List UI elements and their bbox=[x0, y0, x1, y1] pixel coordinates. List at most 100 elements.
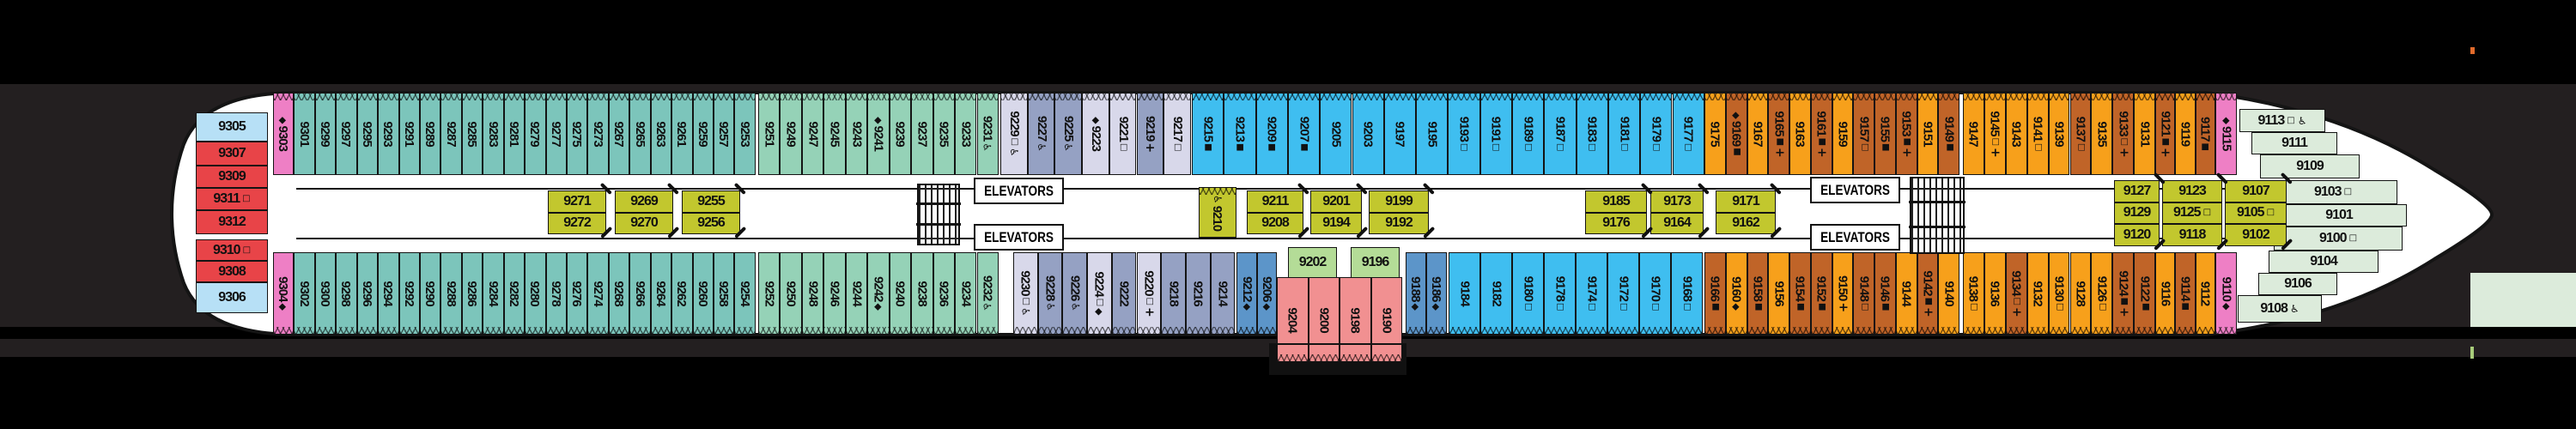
cabin-9237[interactable]: 9237 bbox=[911, 93, 933, 175]
cabin-9167[interactable]: 9167 bbox=[1747, 93, 1769, 175]
cabin-9248[interactable]: 9248 bbox=[801, 252, 824, 335]
cabin-9189[interactable]: 9189□ bbox=[1512, 93, 1545, 175]
cabin-9274[interactable]: 9274 bbox=[587, 252, 609, 335]
cabin-9310[interactable]: 9310□ bbox=[196, 239, 268, 261]
elevator-lobby-mid-top[interactable]: ELEVATORS bbox=[974, 178, 1064, 204]
cabin-9125[interactable]: 9125□ bbox=[2162, 202, 2222, 224]
cabin-9299[interactable]: 9299 bbox=[314, 93, 337, 175]
cabin-9138[interactable]: 9138□ bbox=[1963, 252, 1984, 335]
cabin-9104[interactable]: 9104 bbox=[2269, 251, 2379, 273]
cabin-9146[interactable]: 9146■ bbox=[1874, 252, 1896, 335]
cabin-9244[interactable]: 9244 bbox=[845, 252, 868, 335]
cabin-9306[interactable]: 9306 bbox=[196, 282, 268, 313]
cabin-9257[interactable]: 9257 bbox=[714, 93, 735, 175]
cabin-9186[interactable]: 9186◆ bbox=[1426, 252, 1447, 335]
cabin-9295[interactable]: 9295 bbox=[356, 93, 379, 175]
cabin-9246[interactable]: 9246 bbox=[823, 252, 846, 335]
cabin-9294[interactable]: 9294 bbox=[378, 252, 399, 335]
cabin-9202[interactable]: 9202 bbox=[1288, 247, 1337, 278]
cabin-9177[interactable]: 9177□ bbox=[1672, 93, 1704, 175]
cabin-9308[interactable]: 9308 bbox=[196, 261, 268, 282]
cabin-9119[interactable]: 9119 bbox=[2175, 93, 2196, 175]
cabin-9271[interactable]: 9271 bbox=[548, 190, 606, 213]
cabin-9235[interactable]: 9235 bbox=[933, 93, 956, 175]
cabin-9289[interactable]: 9289 bbox=[420, 93, 441, 175]
cabin-9187[interactable]: 9187□ bbox=[1544, 93, 1577, 175]
cabin-9148[interactable]: 9148□ bbox=[1853, 252, 1874, 335]
cabin-9285[interactable]: 9285 bbox=[461, 93, 483, 175]
cabin-9283[interactable]: 9283 bbox=[483, 93, 504, 175]
cabin-9123[interactable]: 9123 bbox=[2162, 180, 2222, 202]
cabin-9279[interactable]: 9279 bbox=[525, 93, 546, 175]
cabin-9282[interactable]: 9282 bbox=[503, 252, 526, 335]
cabin-9273[interactable]: 9273 bbox=[587, 93, 609, 175]
cabin-9250[interactable]: 9250 bbox=[780, 252, 802, 335]
cabin-9122[interactable]: 9122■ bbox=[2134, 252, 2156, 335]
cabin-9292[interactable]: 9292 bbox=[398, 252, 420, 335]
cabin-9131[interactable]: 9131 bbox=[2134, 93, 2156, 175]
cabin-9105[interactable]: 9105□ bbox=[2225, 202, 2287, 224]
cabin-9258[interactable]: 9258 bbox=[714, 252, 735, 335]
cabin-9290[interactable]: 9290 bbox=[420, 252, 441, 335]
cabin-9156[interactable]: 9156 bbox=[1768, 252, 1789, 335]
cabin-9264[interactable]: 9264 bbox=[650, 252, 672, 335]
cabin-9133[interactable]: 9133□+ bbox=[2112, 93, 2135, 175]
cabin-9261[interactable]: 9261 bbox=[671, 93, 693, 175]
cabin-9192[interactable]: 9192 bbox=[1369, 212, 1429, 234]
cabin-9184[interactable]: 9184 bbox=[1449, 252, 1480, 335]
cabin-9174[interactable]: 9174□ bbox=[1576, 252, 1607, 335]
cabin-9136[interactable]: 9136 bbox=[1984, 252, 2006, 335]
cabin-9143[interactable]: 9143 bbox=[2005, 93, 2027, 175]
cabin-9147[interactable]: 9147 bbox=[1963, 93, 1984, 175]
cabin-9211[interactable]: 9211 bbox=[1247, 190, 1303, 213]
cabin-9112[interactable]: 9112 bbox=[2195, 252, 2215, 335]
cabin-9169[interactable]: ◆9169■ bbox=[1725, 93, 1747, 175]
cabin-9263[interactable]: 9263 bbox=[650, 93, 672, 175]
cabin-9155[interactable]: 9155■ bbox=[1874, 93, 1896, 175]
cabin-9157[interactable]: 9157□ bbox=[1853, 93, 1874, 175]
cabin-9191[interactable]: 9191□ bbox=[1479, 93, 1512, 175]
cabin-9247[interactable]: 9247 bbox=[801, 93, 824, 175]
cabin-9117[interactable]: 9117■ bbox=[2195, 93, 2215, 175]
cabin-9124[interactable]: 9124■+ bbox=[2112, 252, 2135, 335]
cabin-9277[interactable]: 9277 bbox=[545, 93, 567, 175]
cabin-9241[interactable]: ◆9241 bbox=[867, 93, 890, 175]
cabin-9252[interactable]: 9252 bbox=[758, 252, 781, 335]
cabin-9272[interactable]: 9272 bbox=[548, 212, 606, 234]
cabin-9296[interactable]: 9296 bbox=[356, 252, 379, 335]
cabin-9213[interactable]: 9213■ bbox=[1224, 93, 1256, 175]
cabin-9221[interactable]: 9221□ bbox=[1109, 93, 1137, 175]
cabin-9132[interactable]: 9132 bbox=[2026, 252, 2049, 335]
cabin-9251[interactable]: 9251 bbox=[758, 93, 781, 175]
cabin-9256[interactable]: 9256 bbox=[682, 212, 740, 234]
cabin-9205[interactable]: 9205 bbox=[1320, 93, 1352, 175]
cabin-9269[interactable]: 9269 bbox=[615, 190, 673, 213]
cabin-9304[interactable]: 9304◆ bbox=[273, 252, 295, 335]
cabin-9218[interactable]: 9218 bbox=[1161, 252, 1186, 335]
cabin-9293[interactable]: 9293 bbox=[378, 93, 399, 175]
cabin-9311[interactable]: 9311□ bbox=[196, 188, 268, 210]
cabin-9145[interactable]: 9145□+ bbox=[1984, 93, 2006, 175]
cabin-9199[interactable]: 9199 bbox=[1369, 190, 1429, 213]
cabin-9162[interactable]: 9162 bbox=[1716, 212, 1776, 234]
cabin-9165[interactable]: 9165■+ bbox=[1768, 93, 1789, 175]
cabin-9229[interactable]: 9229□♿ bbox=[1000, 93, 1028, 175]
cabin-9151[interactable]: 9151 bbox=[1917, 93, 1939, 175]
cabin-9190[interactable]: 9190 bbox=[1370, 277, 1403, 362]
cabin-9129[interactable]: 9129 bbox=[2114, 202, 2160, 224]
cabin-9198[interactable]: 9198 bbox=[1340, 277, 1371, 362]
cabin-9152[interactable]: 9152■ bbox=[1810, 252, 1832, 335]
cabin-9153[interactable]: 9153■+ bbox=[1895, 93, 1917, 175]
cabin-9102[interactable]: 9102 bbox=[2225, 224, 2287, 246]
cabin-9215[interactable]: 9215■ bbox=[1192, 93, 1224, 175]
cabin-9234[interactable]: 9234 bbox=[955, 252, 977, 335]
cabin-9298[interactable]: 9298 bbox=[336, 252, 357, 335]
cabin-9217[interactable]: 9217□ bbox=[1163, 93, 1191, 175]
cabin-9249[interactable]: 9249 bbox=[780, 93, 802, 175]
cabin-9280[interactable]: 9280 bbox=[525, 252, 546, 335]
cabin-9228[interactable]: 9228♿ bbox=[1037, 252, 1063, 335]
cabin-9284[interactable]: 9284 bbox=[483, 252, 504, 335]
cabin-9236[interactable]: 9236 bbox=[933, 252, 956, 335]
cabin-9106[interactable]: 9106 bbox=[2258, 273, 2337, 295]
cabin-9214[interactable]: 9214 bbox=[1210, 252, 1236, 335]
